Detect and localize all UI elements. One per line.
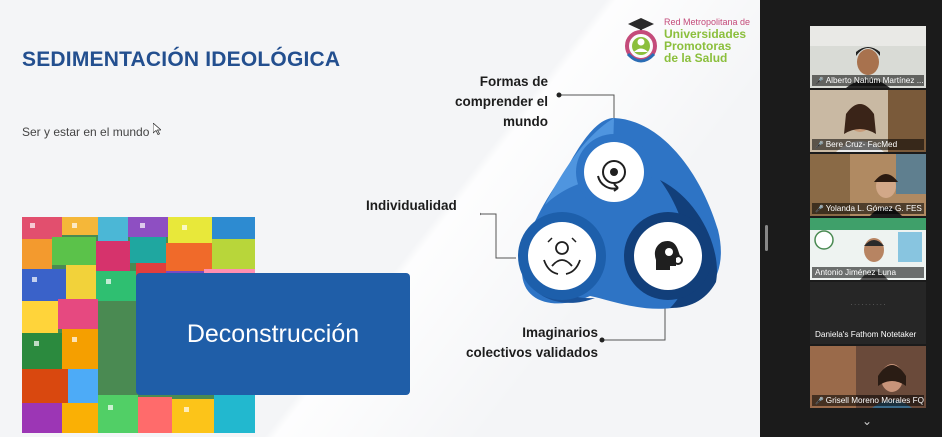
mic-muted-icon: 🎤 (815, 142, 824, 149)
participant-name: 🎤Alberto Nahúm Martínez ... (812, 75, 924, 86)
participant-tile[interactable]: 🎤Bere Cruz- FacMed (810, 90, 926, 152)
participants-panel: 🎤Alberto Nahúm Martínez ... 🎤Bere Cruz- … (762, 0, 942, 437)
participant-name: 🎤Bere Cruz- FacMed (812, 139, 924, 150)
mic-muted-icon: 🎤 (815, 78, 824, 85)
camera-off-indicator: · · · · · · · · · · (850, 302, 886, 308)
participant-name: 🎤Yolanda L. Gómez G. FES ... (812, 203, 924, 214)
label-top-line1: Formas de (479, 74, 548, 89)
participant-tile-camera-off[interactable]: · · · · · · · · · · Daniela's Fathom Not… (810, 282, 926, 344)
participant-name-text: Yolanda L. Gómez G. FES ... (825, 204, 924, 213)
mic-muted-icon: 🎤 (815, 206, 824, 213)
participant-name-text: Antonio Jiménez Luna (815, 268, 897, 277)
scroll-down-chevron-icon[interactable]: ⌄ (862, 414, 873, 428)
participant-name: 🎤Grisell Moreno Morales FQ (812, 395, 924, 406)
logo-text-line2: Universidades (664, 27, 747, 41)
participant-tile[interactable]: 🎤Grisell Moreno Morales FQ (810, 346, 926, 408)
participant-name: Daniela's Fathom Notetaker (812, 329, 924, 340)
participant-tile[interactable]: 🎤Yolanda L. Gómez G. FES ... (810, 154, 926, 216)
label-individuality: Individualidad (366, 198, 457, 213)
participant-tile-active-speaker[interactable]: Antonio Jiménez Luna (810, 218, 926, 280)
slide-title: SEDIMENTACIÓN IDEOLÓGICA (22, 48, 341, 71)
participant-name-text: Daniela's Fathom Notetaker (815, 330, 917, 339)
mic-muted-icon: 🎤 (815, 398, 824, 405)
label-collective-imaginaries: Imaginarios colectivos validados (446, 323, 598, 363)
participant-name: Antonio Jiménez Luna (812, 267, 924, 278)
deconstruction-text: Deconstrucción (186, 319, 360, 348)
mouse-cursor-icon (153, 123, 161, 135)
panel-resize-handle[interactable] (765, 225, 768, 251)
slide-subtitle: Ser y estar en el mundo (22, 125, 150, 139)
label-ways-of-understanding: Formas de comprender el mundo (436, 72, 548, 132)
participant-tile[interactable]: 🎤Alberto Nahúm Martínez ... (810, 26, 926, 88)
logo-text-line4: de la Salud (664, 51, 728, 65)
participant-name-text: Bere Cruz- FacMed (825, 140, 898, 149)
label-bottom-line1: Imaginarios (522, 325, 598, 340)
brain-gear-icon (597, 160, 626, 192)
participant-name-text: Grisell Moreno Morales FQ (825, 396, 924, 405)
person-care-icon (543, 237, 581, 275)
logo-text-line1: Red Metropolitana de (664, 17, 751, 27)
logo-text-line3: Promotoras (664, 39, 732, 53)
triad-diagram (480, 92, 721, 343)
label-top-line3: mundo (503, 114, 548, 129)
deconstruction-box: Deconstrucción (136, 273, 410, 395)
label-top-line2: comprender el (454, 94, 548, 109)
participant-name-text: Alberto Nahúm Martínez ... (825, 76, 924, 85)
label-bottom-line2: colectivos validados (465, 345, 598, 360)
head-gears-icon (654, 241, 683, 270)
logo-emblem-icon (625, 18, 657, 63)
university-network-logo: Red Metropolitana de Universidades Promo… (620, 10, 760, 70)
participant-tiles: 🎤Alberto Nahúm Martínez ... 🎤Bere Cruz- … (810, 26, 926, 410)
shared-slide: SEDIMENTACIÓN IDEOLÓGICA Ser y estar en … (0, 0, 760, 437)
